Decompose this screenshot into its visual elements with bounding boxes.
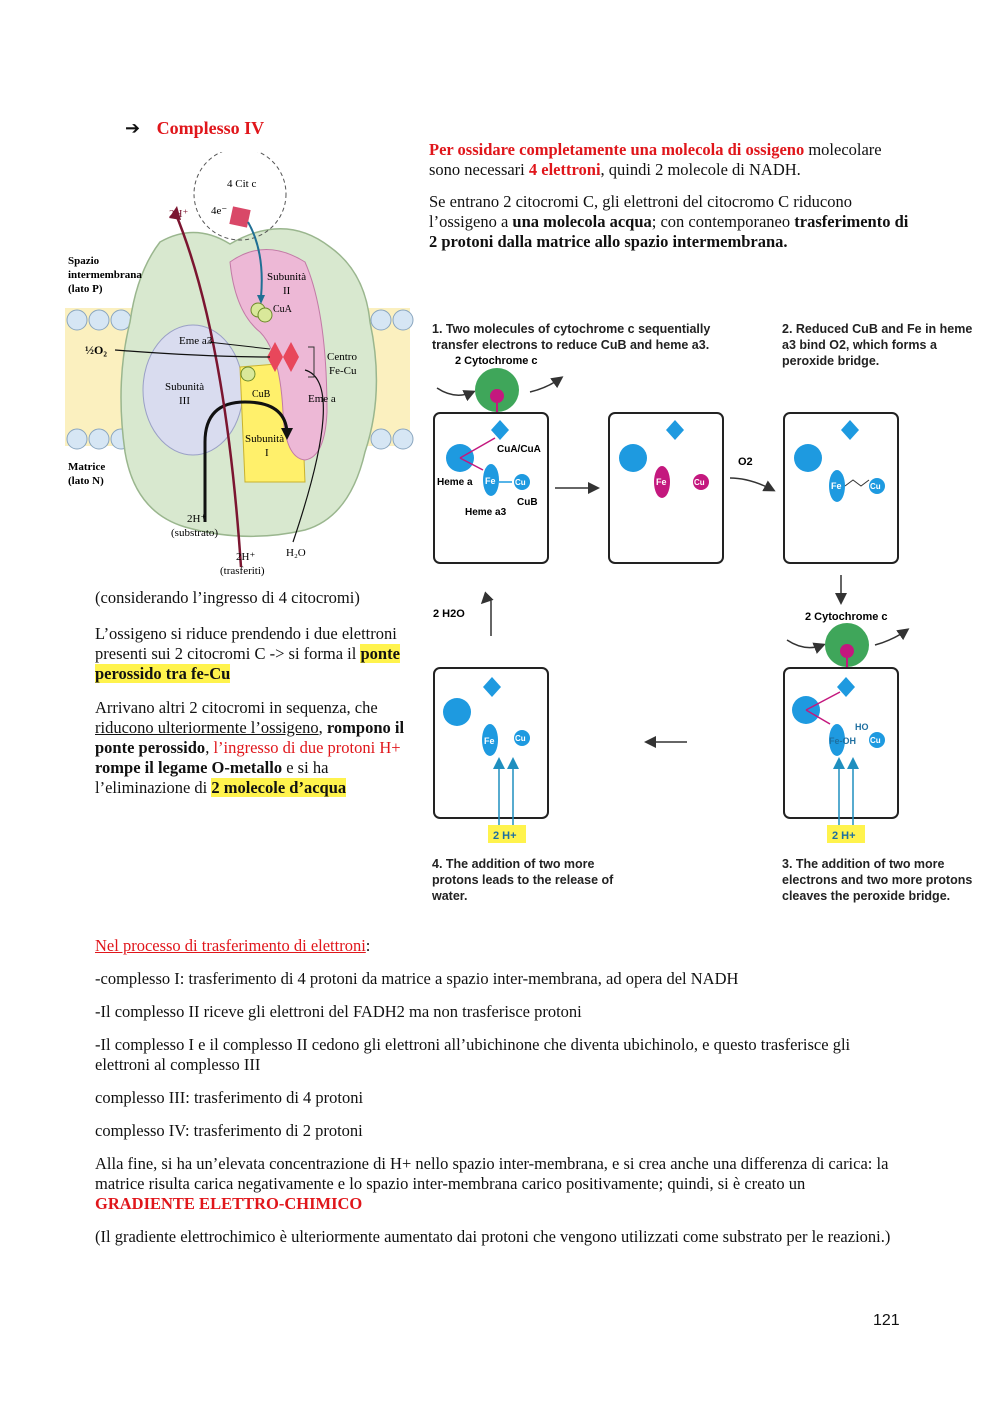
svg-text:4 Cit c: 4 Cit c: [227, 178, 256, 190]
svg-text:Cu: Cu: [694, 478, 705, 487]
step-4-caption: 4. The addition of two more protons lead…: [432, 857, 614, 903]
list-item: complesso IV: trasferimento di 2 protoni: [95, 1121, 363, 1140]
svg-text:I: I: [265, 447, 269, 459]
list-item: -complesso I: trasferimento di 4 protoni…: [95, 969, 739, 988]
svg-text:2 H+: 2 H+: [493, 830, 517, 842]
svg-text:2 H2O: 2 H2O: [433, 608, 465, 620]
intro-paragraph-2: Se entrano 2 citocromi C, gli elettroni …: [429, 192, 909, 251]
heading-title: Complesso IV: [156, 118, 265, 138]
svg-text:Matrice: Matrice: [68, 461, 105, 473]
list-item: -Il complesso I e il complesso II cedono…: [95, 1035, 851, 1074]
svg-text:II: II: [283, 285, 291, 297]
process-heading: Nel processo di trasferimento di elettro…: [95, 936, 371, 955]
svg-text:Fe-Cu: Fe-Cu: [329, 365, 357, 377]
svg-text:Cu: Cu: [870, 482, 881, 491]
arrow-icon: ➔: [125, 118, 141, 138]
svg-text:intermembrana: intermembrana: [68, 269, 142, 281]
list-item: -Il complesso II riceve gli elettroni de…: [95, 1002, 582, 1021]
note-paragraph: (Il gradiente elettrochimico è ulteriorm…: [95, 1227, 891, 1246]
cyt-c-square: [229, 206, 251, 228]
svg-text:CuB: CuB: [252, 389, 271, 400]
svg-text:CuA: CuA: [273, 304, 293, 315]
svg-text:Heme a3: Heme a3: [465, 507, 507, 518]
svg-text:O2: O2: [738, 456, 753, 468]
svg-text:2 Cytochrome c: 2 Cytochrome c: [805, 611, 888, 623]
svg-text:4e⁻: 4e⁻: [211, 205, 227, 217]
svg-text:Fe: Fe: [656, 477, 667, 487]
svg-text:Centro: Centro: [327, 351, 357, 363]
svg-text:½O₂: ½O₂: [85, 343, 107, 357]
intro-text: Per ossidare completamente una molecola …: [429, 140, 909, 252]
svg-text:(lato P): (lato P): [68, 283, 103, 295]
page-number: 121: [873, 1312, 900, 1329]
list-item: complesso III: trasferimento di 4 proton…: [95, 1088, 364, 1107]
section-heading: ➔ Complesso IV: [125, 118, 264, 139]
step-3-caption: 3. The addition of two more electrons an…: [782, 857, 973, 903]
svg-text:Cu: Cu: [515, 478, 526, 487]
svg-text:H₂O: H₂O: [286, 547, 306, 559]
step-2-caption: 2. Reduced CuB and Fe in heme a3 bind O2…: [782, 322, 973, 368]
svg-text:Eme a: Eme a: [308, 393, 336, 405]
svg-text:(trasferiti): (trasferiti): [220, 565, 265, 577]
reaction-cycle-diagram: 2 Cytochrome c Fe Cu CuA/CuA Heme a CuB …: [433, 355, 910, 843]
svg-text:2H⁺: 2H⁺: [187, 513, 206, 525]
svg-text:Fe-OH: Fe-OH: [829, 736, 856, 746]
svg-text:(substrato): (substrato): [171, 527, 218, 539]
cytochrome-circle: [193, 152, 287, 241]
svg-text:Fe: Fe: [485, 476, 496, 486]
svg-text:Fe: Fe: [484, 736, 495, 746]
svg-text:(lato N): (lato N): [68, 475, 104, 487]
svg-text:Subunità: Subunità: [245, 433, 284, 445]
svg-text:III: III: [179, 395, 190, 407]
svg-text:CuB: CuB: [517, 497, 538, 508]
step-1-caption: 1. Two molecules of cytochrome c sequent…: [432, 322, 711, 352]
svg-text:Spazio: Spazio: [68, 255, 100, 267]
svg-text:Heme a: Heme a: [437, 477, 473, 488]
svg-text:Cu: Cu: [870, 736, 881, 745]
svg-text:Fe: Fe: [831, 481, 842, 491]
left-paragraph-3: Arrivano altri 2 citocromi in sequenza, …: [95, 698, 405, 797]
svg-text:2 Cytochrome c: 2 Cytochrome c: [455, 355, 538, 367]
svg-text:2 H+: 2 H+: [832, 830, 856, 842]
conclusion-paragraph: Alla fine, si ha un’elevata concentrazio…: [95, 1154, 889, 1213]
svg-text:Subunità: Subunità: [267, 271, 306, 283]
svg-text:Eme a3: Eme a3: [179, 335, 213, 347]
complex-iv-diagram: 4 Cit c 4e⁻ 2H⁺ Spazio intermembrana (la…: [65, 152, 414, 577]
bottom-section: Nel processo di trasferimento di elettro…: [95, 936, 905, 1247]
svg-text:Subunità: Subunità: [165, 381, 204, 393]
svg-text:Cu: Cu: [515, 734, 526, 743]
svg-text:HO: HO: [855, 722, 869, 732]
left-text: (considerando l’ingresso di 4 citocromi)…: [95, 588, 415, 798]
left-paragraph-2: L’ossigeno si riduce prendendo i due ele…: [95, 624, 400, 683]
svg-text:2H⁺: 2H⁺: [169, 208, 188, 220]
intro-paragraph-1: Per ossidare completamente una molecola …: [429, 140, 882, 179]
svg-text:2H⁺: 2H⁺: [236, 551, 255, 563]
svg-text:CuA/CuA: CuA/CuA: [497, 444, 541, 455]
left-paragraph-1: (considerando l’ingresso di 4 citocromi): [95, 588, 360, 607]
